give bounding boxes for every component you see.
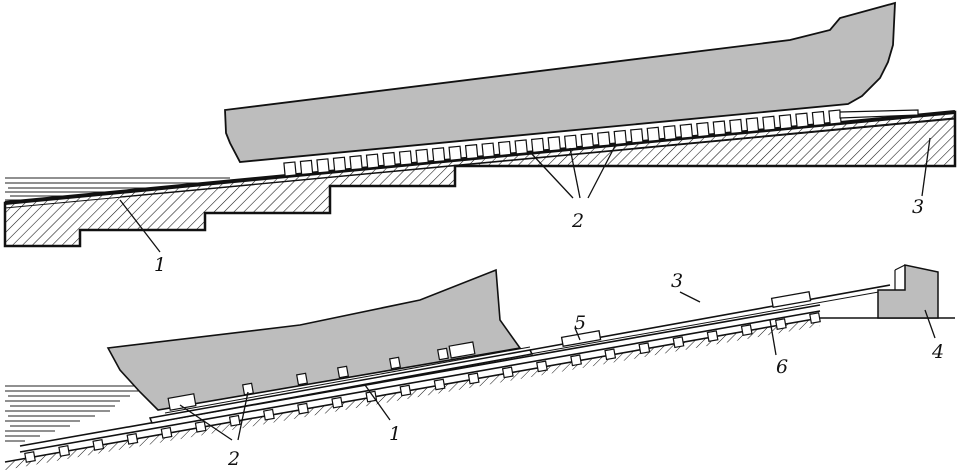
top-block (679, 123, 694, 139)
bottom-ground-hatch (5, 318, 820, 470)
top-block (646, 126, 661, 142)
bottom-ground-line (4, 317, 821, 463)
top-blocks (283, 109, 842, 177)
top-label-slipway: 3 (912, 196, 925, 218)
top-ship-hull (224, 1, 896, 163)
rail-sleeper (263, 408, 275, 421)
bottom-carriage-5 (560, 330, 602, 347)
top-block (795, 112, 809, 128)
bottom-label-cradle: 5 (574, 312, 587, 334)
rail-sleeper (467, 372, 480, 385)
rail-sleeper (160, 426, 173, 439)
rail-sleeper (194, 420, 207, 433)
cradle-block (448, 341, 476, 359)
rail-sleeper (536, 360, 548, 373)
top-block (712, 120, 727, 136)
bottom-label-winch: 4 (932, 341, 945, 363)
top-block (547, 136, 561, 152)
top-block (448, 145, 462, 161)
rail-sleeper (672, 336, 685, 349)
rail-sleeper (570, 354, 582, 367)
top-label-blocks: 2 (572, 210, 585, 232)
top-label-ways: 1 (154, 254, 167, 276)
bottom-cable-2 (529, 289, 891, 355)
cradle-block (242, 382, 254, 396)
bottom-label-rail: 6 (776, 356, 789, 378)
top-block (283, 161, 297, 177)
top-block (349, 155, 363, 171)
rail-sleeper (604, 348, 617, 361)
rail-sleeper (228, 414, 241, 427)
rail-sleeper (58, 445, 71, 457)
top-block (365, 153, 380, 169)
top-block (299, 159, 314, 176)
rail-sleeper (706, 330, 719, 343)
top-block (514, 139, 528, 155)
cradle-block (167, 393, 197, 411)
rail-sleeper (297, 402, 309, 415)
top-block (316, 158, 330, 174)
bottom-winch (877, 264, 939, 319)
bottom-figure (4, 264, 955, 470)
top-leaders (119, 137, 931, 253)
top-block (696, 121, 710, 138)
bottom-carriage-upper (770, 291, 812, 308)
top-block (382, 151, 396, 168)
cradle-block (337, 365, 349, 379)
rail-sleeper (638, 342, 651, 355)
bottom-label-cable: 3 (671, 270, 684, 292)
bottom-rail-lower (19, 310, 821, 453)
top-block (497, 140, 512, 157)
top-block (630, 128, 644, 144)
top-slipway-foundation (3, 110, 957, 248)
top-block (530, 137, 545, 154)
top-figure (3, 1, 957, 253)
bottom-cradle-top (164, 346, 531, 414)
rail-sleeper (24, 451, 36, 463)
top-block (464, 144, 479, 160)
top-block (745, 117, 760, 133)
rail-sleeper (126, 432, 139, 445)
cradle-block (296, 372, 308, 386)
rail-sleeper (774, 318, 787, 330)
top-block (580, 132, 595, 149)
top-block (332, 156, 347, 172)
top-block (729, 118, 743, 135)
rail-sleeper (501, 366, 514, 379)
bottom-label-ways: 1 (389, 423, 402, 445)
cradle-block (389, 356, 401, 370)
top-block (811, 110, 826, 127)
top-block (663, 125, 677, 141)
cradle-block (437, 347, 449, 361)
top-deck-line (4, 118, 956, 209)
top-bow-support (839, 109, 919, 119)
top-block (762, 115, 776, 131)
bottom-blocks (167, 341, 476, 411)
rail-sleeper (433, 378, 446, 391)
top-block (613, 129, 628, 146)
rail-sleeper (809, 312, 821, 324)
top-block (481, 142, 495, 158)
top-block (431, 147, 446, 163)
top-block (415, 148, 429, 165)
top-block (398, 150, 413, 166)
rail-sleeper (92, 439, 105, 451)
bottom-ship-hull (106, 268, 522, 411)
top-block (828, 109, 842, 125)
bottom-label-blocks: 2 (228, 448, 241, 470)
top-block (564, 134, 578, 150)
top-block (778, 114, 793, 130)
bottom-leaders (179, 291, 936, 441)
rail-sleeper (331, 396, 344, 409)
top-block (597, 131, 611, 147)
rail-sleeper (399, 384, 412, 397)
rail-sleeper (740, 324, 753, 336)
bottom-sleepers (24, 312, 821, 463)
